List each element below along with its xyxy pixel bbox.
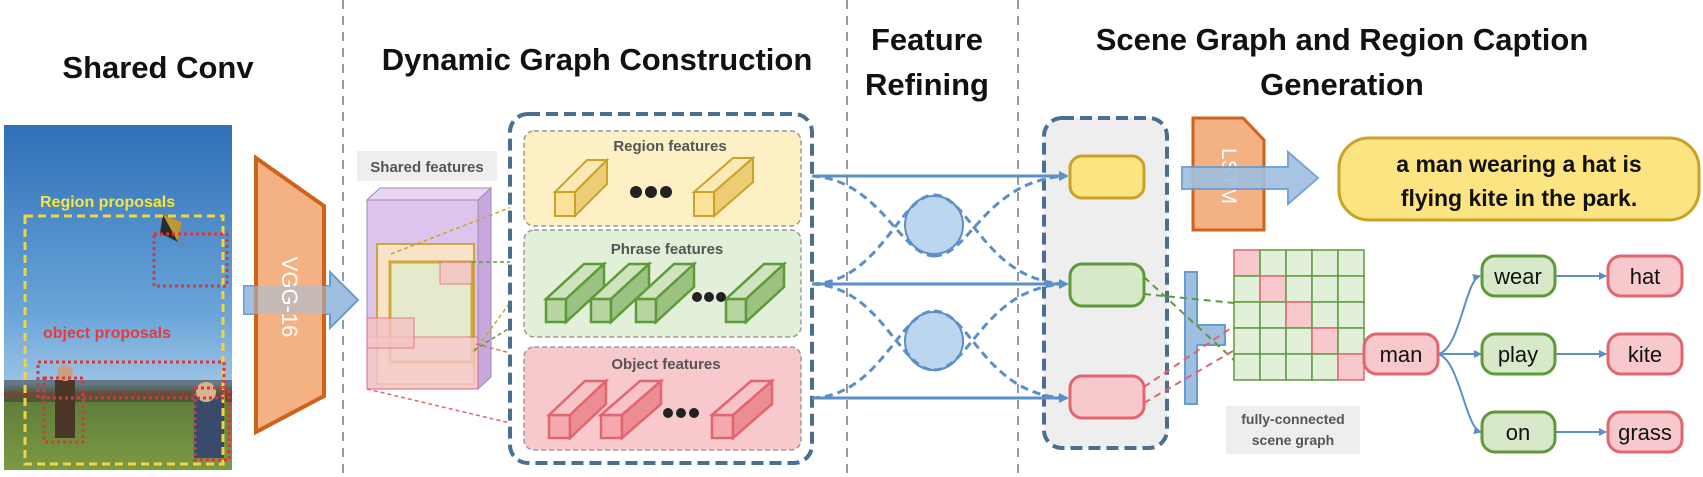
- object-feature-cube: [708, 378, 776, 441]
- matrix-cell: [1259, 249, 1287, 277]
- matrix-cell: [1311, 301, 1339, 329]
- graph-node-predicate: [1480, 254, 1557, 298]
- phrase-features-label: Phrase features: [611, 241, 724, 258]
- refined-object-node: [1068, 374, 1146, 420]
- matrix-cell: [1233, 327, 1261, 355]
- graph-node-object-label: grass: [1618, 420, 1672, 445]
- matrix-cell: [1285, 249, 1313, 277]
- shared-features-label: Shared features: [370, 159, 483, 176]
- object-features-label: Object features: [611, 356, 720, 373]
- vgg16-overlay-arrow: [244, 286, 330, 314]
- shared-features-cube: [365, 186, 493, 391]
- projection-line: [475, 343, 607, 379]
- object-feature-cube: [545, 378, 610, 441]
- graph-projection-line: [1143, 276, 1237, 363]
- graph-node-subject-label: man: [1380, 342, 1423, 367]
- ellipsis-dots: [630, 186, 672, 198]
- object-proposals-label: object proposals: [43, 325, 171, 342]
- graph-node-predicate: [1480, 332, 1557, 376]
- matrix-cell: [1233, 301, 1261, 329]
- matrix-cell: [1259, 353, 1287, 381]
- object-feature-cube: [597, 378, 665, 441]
- input-photo: [4, 125, 232, 470]
- scene-graph-caption-line-2: scene graph: [1252, 432, 1334, 448]
- graph-node-predicate: [1480, 410, 1557, 454]
- message-passing-edges: [811, 174, 1068, 400]
- title-scene-graph-2: Generation: [1260, 67, 1424, 102]
- matrix-cell: [1311, 353, 1339, 381]
- caption-line-1: a man wearing a hat is: [1396, 151, 1641, 177]
- matrix-cell: [1311, 327, 1339, 355]
- scene-graph-caption-line-1: fully-connected: [1241, 411, 1344, 427]
- region-feature-cube: [552, 157, 610, 219]
- matrix-cell: [1259, 301, 1287, 329]
- matrix-cell: [1285, 301, 1313, 329]
- title-dynamic-graph: Dynamic Graph Construction: [382, 42, 813, 77]
- vgg16-label: VGG-16: [277, 257, 302, 338]
- matrix-cell: [1337, 327, 1365, 355]
- region-features-label: Region features: [613, 138, 726, 155]
- matrix-cell: [1337, 353, 1365, 381]
- region-feature-cube: [691, 155, 756, 219]
- matrix-cell: [1337, 249, 1365, 277]
- graph-node-object-label: kite: [1628, 342, 1662, 367]
- graph-node-predicate-label: wear: [1493, 264, 1542, 289]
- title-scene-graph-1: Scene Graph and Region Caption: [1096, 22, 1589, 57]
- refined-region-node: [1068, 154, 1146, 200]
- graph-node-predicate-label: play: [1498, 342, 1538, 367]
- matrix-cell: [1233, 353, 1261, 381]
- graph-node-subject: [1362, 332, 1440, 376]
- matrix-cell: [1233, 249, 1261, 277]
- refined-phrase-node: [1068, 262, 1146, 308]
- matrix-cell: [1285, 353, 1313, 381]
- graph-node-object-label: hat: [1630, 264, 1661, 289]
- graph-node-object: [1606, 332, 1684, 376]
- matrix-cell: [1311, 249, 1339, 277]
- caption-line-2: flying kite in the park.: [1401, 185, 1637, 211]
- bracket-connector: [1184, 271, 1226, 405]
- lstm-output-arrow: [1181, 149, 1320, 207]
- shared-features-label-box: [357, 151, 497, 181]
- title-shared-conv: Shared Conv: [62, 50, 254, 85]
- phrase-feature-cube: [722, 261, 788, 325]
- matrix-cell: [1311, 275, 1339, 303]
- matrix-cell: [1233, 275, 1261, 303]
- caption-bubble: [1337, 136, 1701, 222]
- graph-edges: [1437, 272, 1607, 436]
- graph-node-predicate-label: on: [1506, 420, 1530, 445]
- phrase-feature-cube: [542, 261, 608, 325]
- graph-node-object: [1606, 410, 1684, 454]
- scene-graph-caption-box: [1226, 406, 1360, 454]
- matrix-cell: [1285, 327, 1313, 355]
- scene-graph-matrix: [1233, 249, 1365, 381]
- matrix-cell: [1337, 301, 1365, 329]
- matrix-cell: [1337, 275, 1365, 303]
- ellipsis-dots: [692, 292, 726, 302]
- graph-node-object: [1606, 254, 1684, 298]
- region-features-box: [523, 130, 802, 227]
- matrix-cell: [1285, 275, 1313, 303]
- phrase-feature-cube: [632, 261, 698, 325]
- ellipsis-dots: [663, 408, 699, 418]
- matrix-cell: [1259, 327, 1287, 355]
- region-proposals-label: Region proposals: [40, 194, 175, 211]
- matrix-cell: [1259, 275, 1287, 303]
- title-feature-refining-1: Feature: [871, 22, 983, 57]
- title-feature-refining-2: Refining: [865, 67, 989, 102]
- phrase-feature-cube: [587, 261, 653, 325]
